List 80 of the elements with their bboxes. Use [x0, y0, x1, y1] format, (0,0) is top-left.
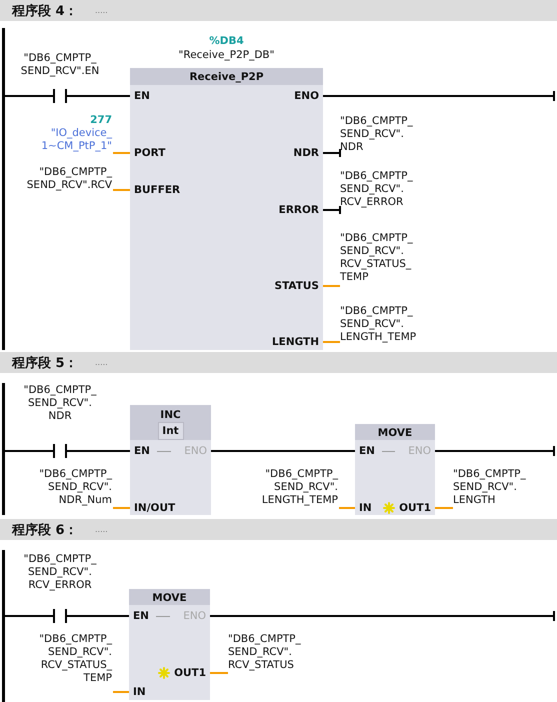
wire — [113, 152, 130, 154]
wire — [5, 615, 14, 617]
pin-label: EN — [134, 89, 150, 104]
pin-label: ERROR — [278, 203, 319, 218]
rung-end-mark — [553, 91, 555, 101]
comment-field: ..... — [95, 358, 108, 367]
address-label: 277 — [90, 114, 112, 127]
comment-field: ..... — [95, 6, 108, 15]
pin-label: IN — [359, 501, 372, 516]
data-type-label: Int — [158, 422, 184, 440]
pin-label: OUT1 — [399, 501, 431, 516]
wire — [211, 450, 355, 452]
function-block — [355, 424, 435, 515]
function-block — [129, 589, 210, 700]
wire — [210, 672, 228, 674]
operand-label: "DB6_CMPTP_ SEND_RCV". RCV_ERROR — [24, 553, 96, 592]
operand-label: "DB6_CMPTP_ SEND_RCV". RCV_STATUS_ TEMP — [39, 633, 112, 685]
pin-label: STATUS — [274, 279, 319, 294]
operand-label: "DB6_CMPTP_ SEND_RCV". RCV_ERROR — [340, 170, 413, 209]
section-title: 程序段 4： — [12, 2, 78, 20]
pin-label: BUFFER — [134, 183, 180, 198]
operand-label: "DB6_CMPTP_ SEND_RCV".EN — [20, 52, 100, 78]
wire — [323, 341, 340, 343]
pin-label: ENO — [294, 89, 319, 104]
block-title: Receive_P2P — [188, 70, 265, 85]
operand-label: "DB6_CMPTP_ SEND_RCV".RCV — [26, 166, 112, 192]
power-rail — [2, 383, 5, 515]
pin-label: EN — [133, 609, 149, 624]
wire — [106, 95, 130, 97]
wire — [435, 507, 453, 509]
wire — [106, 450, 130, 452]
wire — [323, 148, 341, 158]
wire — [339, 507, 355, 509]
operand-label: "IO_device_ 1~CM_PtP_1" — [41, 127, 112, 153]
power-rail — [2, 28, 5, 350]
pin-label: LENGTH — [272, 335, 319, 350]
block-title: INC — [159, 408, 182, 423]
block-title: MOVE — [151, 591, 188, 606]
wire — [435, 450, 553, 452]
wire — [5, 95, 14, 97]
rung-end-mark — [553, 611, 555, 621]
pin-label: ENO — [183, 609, 206, 624]
power-rail — [2, 550, 5, 702]
pin-label: ENO — [408, 444, 431, 459]
operand-label: "DB6_CMPTP_ SEND_RCV". NDR — [340, 115, 413, 154]
operand-label: "DB6_CMPTP_ SEND_RCV". RCV_STATUS_ TEMP — [340, 232, 413, 284]
block-title: MOVE — [376, 426, 414, 441]
section-header — [0, 352, 557, 373]
wire — [113, 507, 130, 509]
wire — [113, 189, 130, 191]
wire — [113, 691, 129, 693]
operand-label: "DB6_CMPTP_ SEND_RCV". LENGTH — [453, 468, 526, 507]
instance-db-name: "Receive_P2P_DB" — [178, 48, 276, 63]
operand-label: "DB6_CMPTP_ SEND_RCV". LENGTH_TEMP — [340, 305, 416, 344]
operand-label: "DB6_CMPTP_ SEND_RCV". LENGTH_TEMP — [262, 468, 338, 507]
wire — [323, 205, 341, 215]
pin-label: PORT — [134, 146, 166, 161]
section-title: 程序段 5： — [12, 354, 78, 372]
operand-label: "DB6_CMPTP_ SEND_RCV". RCV_STATUS — [228, 633, 301, 672]
instance-db-number: %DB4 — [208, 34, 245, 49]
comment-field: ..... — [95, 525, 108, 534]
section-header — [0, 519, 557, 540]
pin-label: EN — [134, 444, 150, 459]
wire — [323, 95, 553, 97]
wire — [210, 615, 553, 617]
wire — [323, 285, 340, 287]
pin-label: OUT1 — [174, 666, 206, 681]
rung-end-mark — [553, 446, 555, 456]
pin-label: NDR — [293, 146, 319, 161]
operand-label: "DB6_CMPTP_ SEND_RCV". NDR — [24, 384, 96, 423]
pin-label: IN/OUT — [134, 501, 176, 516]
wire — [5, 450, 14, 452]
operand-label: "DB6_CMPTP_ SEND_RCV". NDR_Num — [39, 468, 112, 507]
pin-label: ENO — [184, 444, 207, 459]
section-header — [0, 0, 557, 21]
pin-label: IN — [133, 685, 146, 700]
pin-label: EN — [359, 444, 375, 459]
function-block — [130, 405, 211, 515]
wire — [106, 615, 129, 617]
section-title: 程序段 6： — [12, 522, 78, 539]
